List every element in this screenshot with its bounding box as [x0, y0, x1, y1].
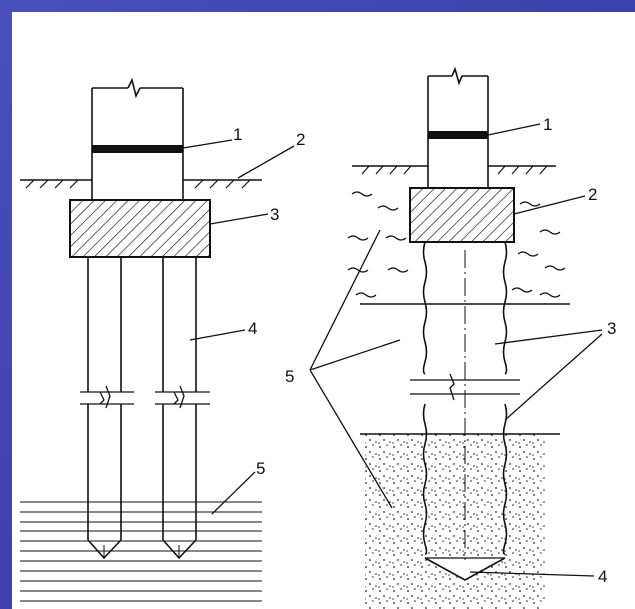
left-pile-cap	[69, 199, 211, 258]
right-soft-soil	[347, 191, 566, 298]
right-label-3: 3	[607, 319, 616, 338]
left-pile-b	[162, 257, 197, 560]
right-break-marks	[410, 373, 520, 401]
left-label-5: 5	[256, 459, 265, 478]
right-pile-cap	[409, 187, 515, 243]
label-5-leaders	[309, 229, 401, 509]
diagram-panel: 1 2 3 4 5 1 2 3 4 5	[12, 12, 635, 609]
right-label-5: 5	[285, 367, 294, 386]
left-bearing-layer	[20, 501, 262, 602]
right-leaders	[469, 123, 603, 577]
left-joint-band	[92, 145, 183, 153]
left-label-4: 4	[248, 319, 257, 338]
left-break-marks	[80, 385, 210, 409]
right-ground-line	[352, 165, 556, 175]
right-sand-layer	[365, 434, 545, 609]
right-column	[427, 66, 489, 188]
right-pile-diagram	[347, 66, 603, 609]
left-label-2: 2	[296, 130, 305, 149]
left-pile-a	[87, 257, 122, 560]
left-label-1: 1	[233, 125, 242, 144]
left-ground-line	[20, 179, 262, 189]
right-label-1: 1	[543, 115, 552, 134]
right-labels: 1 2 3 4 5	[285, 115, 616, 586]
left-column	[91, 77, 184, 200]
left-labels: 1 2 3 4 5	[233, 125, 305, 478]
left-leaders	[182, 139, 295, 515]
left-label-3: 3	[270, 205, 279, 224]
pile-diagrams: 1 2 3 4 5 1 2 3 4 5	[20, 66, 616, 609]
right-bored-pile	[422, 241, 508, 581]
right-label-4: 4	[598, 567, 607, 586]
right-joint-band	[428, 131, 488, 139]
right-label-2: 2	[588, 185, 597, 204]
left-pile-diagram	[20, 77, 295, 602]
